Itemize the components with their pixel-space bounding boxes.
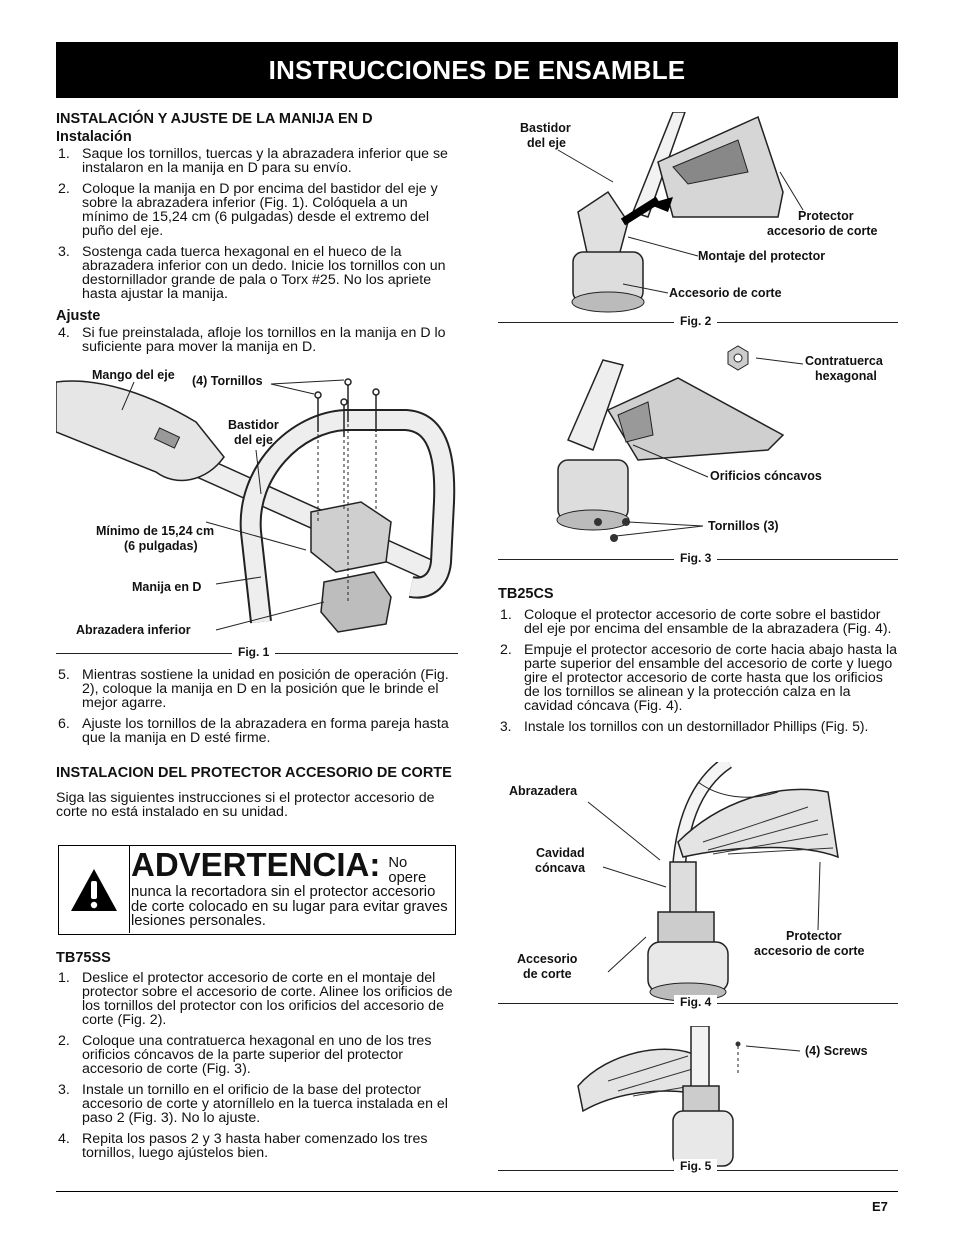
list-item: 4.Si fue preinstalada, afloje los tornil… [58,325,446,355]
list-item: 6.Ajuste los tornillos de la abrazadera … [58,716,449,746]
label-montaje-protector: Montaje del protector [698,249,826,263]
warning-box: ADVERTENCIA: No opere nunca la recortado… [58,845,456,935]
tb25cs-guard-illustration [587,762,839,1002]
figure-caption: Fig. 1 [232,645,276,659]
list-item: 4.Repita los pasos 2 y 3 hasta haber com… [58,1131,428,1161]
tb75-steps-list: 1.Deslice el protector accesorio de cort… [56,971,456,1160]
warning-icon-cell [59,846,130,933]
page-title: INSTRUCCIONES DE ENSAMBLE [268,54,686,85]
footer-rule [56,1191,898,1192]
right-column-text: TB25CS 1.Coloque el protector accesorio … [498,586,898,741]
label-cavidad-line1: Cavidad [536,846,585,860]
label-bastidor-line1: Bastidor [520,121,571,135]
left-column-middle: 5.Mientras sostiene la unidad en posició… [56,668,456,819]
section-title-dhandle: INSTALACIÓN Y AJUSTE DE LA MANIJA EN D [56,111,373,127]
list-item: 1.Saque los tornillos, tuercas y la abra… [58,146,448,176]
figure-caption: Fig. 4 [674,995,718,1009]
label-protector-line1: Protector [786,929,842,943]
list-item: 1.Deslice el protector accesorio de cort… [58,970,453,1028]
list-item: 2.Coloque una contratuerca hexagonal en … [58,1033,432,1077]
label-cavidad-line2: cóncava [535,861,586,875]
list-item: 5.Mientras sostiene la unidad en posició… [58,667,449,711]
list-item: 2.Empuje el protector accesorio de corte… [500,642,898,714]
label-accesorio-line1: Accesorio [517,952,578,966]
label-minimo-line1: Mínimo de 15,24 cm [96,524,215,538]
label-protector-line2: accesorio de corte [754,944,865,958]
tb25-steps-list: 1.Coloque el protector accesorio de cort… [498,608,898,734]
figure-4-tb25cs-guard: Abrazadera Cavidad cóncava Protector acc… [498,762,898,1012]
subsection-title-adjust: Ajuste [56,308,101,324]
label-tornillos: (4) Tornillos [192,374,263,388]
list-item: 2.Coloque la manija en D por encima del … [58,181,438,239]
figure-2-guard-mount: Bastidor del eje Protector accesorio de … [498,112,898,332]
page-header-banner: INSTRUCCIONES DE ENSAMBLE [56,42,898,98]
subsection-title-install: Instalación [56,129,132,145]
figure-1-d-handle: Mango del eje (4) Tornillos Bastidor del… [56,362,458,662]
left-column-bottom: TB75SS 1.Deslice el protector accesorio … [56,950,456,1167]
label-mango-del-eje: Mango del eje [92,368,175,382]
screws-illustration [577,1026,801,1167]
figure-caption: Fig. 3 [674,551,718,565]
list-item: 1.Coloque el protector accesorio de cort… [500,607,892,637]
warning-text: No opere nunca la recortadora sin el pro… [131,855,448,929]
label-bastidor-line2: del eje [234,433,273,447]
label-minimo-line2: (6 pulgadas) [124,539,198,553]
model-title-tb75ss: TB75SS [56,950,111,966]
warning-body: ADVERTENCIA: No opere nunca la recortado… [131,847,449,929]
label-abrazadera-inferior: Abrazadera inferior [76,623,191,637]
label-orificios-concavos: Orificios cóncavos [710,469,822,483]
install-steps-list: 1.Saque los tornillos, tuercas y la abra… [56,147,456,301]
figure-caption: Fig. 5 [674,1159,718,1173]
after-steps-list: 5.Mientras sostiene la unidad en posició… [56,668,456,745]
page-number: E7 [872,1199,888,1214]
model-title-tb25cs: TB25CS [498,586,554,602]
label-screws: (4) Screws [805,1044,868,1058]
label-bastidor-line1: Bastidor [228,418,279,432]
label-bastidor-line2: del eje [527,136,566,150]
d-handle-illustration [56,378,456,633]
guard-mount-illustration [557,112,804,313]
label-accesorio-line2: de corte [523,967,572,981]
figure-5-screws: (4) Screws Fig. 5 [498,1026,898,1178]
figure-3-guard-screws: Contratuerca hexagonal Orificios cóncavo… [498,340,898,572]
list-item: 3.Instale los tornillos con un destornil… [500,719,869,734]
label-manija-en-d: Manija en D [132,580,202,594]
warning-triangle-icon [71,868,117,911]
adjust-steps-list: 4.Si fue preinstalada, afloje los tornil… [56,326,456,354]
figure-caption: Fig. 2 [674,314,718,328]
list-item: 3.Sostenga cada tuerca hexagonal en el h… [58,244,446,302]
label-accesorio-corte: Accesorio de corte [669,286,782,300]
section-title-guard: INSTALACION DEL PROTECTOR ACCESORIO DE C… [56,765,452,781]
label-tornillos-3: Tornillos (3) [708,519,779,533]
warning-title: ADVERTENCIA: [131,846,381,883]
left-column-top: INSTALACIÓN Y AJUSTE DE LA MANIJA EN D I… [56,112,456,361]
guard-screws-illustration [556,345,804,542]
label-abrazadera: Abrazadera [509,784,578,798]
label-protector-line1: Protector [798,209,854,223]
label-contratuerca-line1: Contratuerca [805,354,883,368]
section-intro: Siga las siguientes instrucciones si el … [56,790,435,820]
label-protector-line2: accesorio de corte [767,224,878,238]
list-item: 3.Instale un tornillo en el orificio de … [58,1082,448,1126]
label-contratuerca-line2: hexagonal [815,369,877,383]
